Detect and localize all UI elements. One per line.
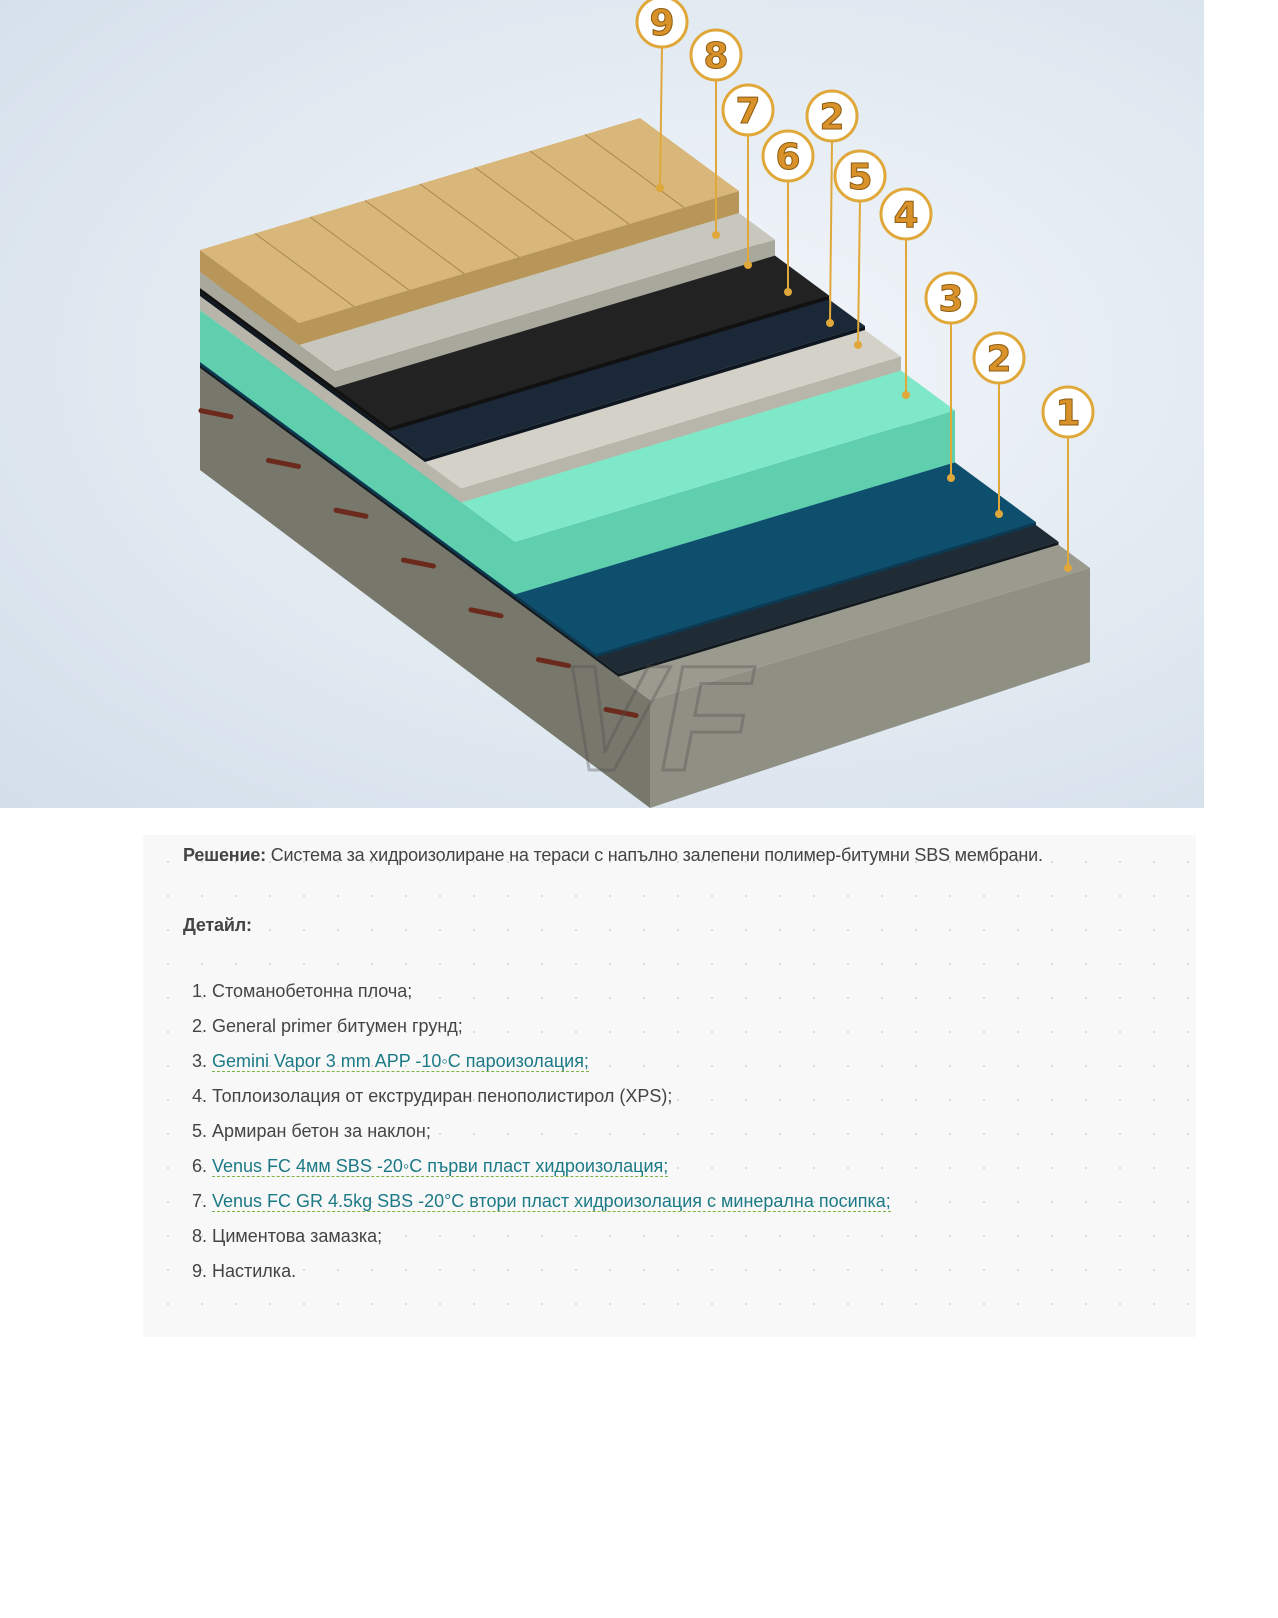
callout-number: 5 — [847, 157, 872, 198]
rebar-icon — [198, 408, 234, 420]
layer-list-item: Venus FC GR 4.5kg SBS -20°C втори пласт … — [212, 1184, 891, 1219]
rebar-icon — [401, 557, 436, 569]
primer-layer-front-face — [200, 365, 619, 677]
product-link[interactable]: Venus FC 4мм SBS -20◦C първи пласт хидро… — [212, 1156, 669, 1177]
solution-label: Решение: — [183, 845, 266, 865]
callout-dot — [656, 184, 664, 192]
callout-circle — [761, 129, 815, 183]
xps-insulation-step-face — [515, 410, 955, 595]
solution-text: Система за хидроизолиране на тераси с на… — [265, 845, 1043, 865]
callout-number: 2 — [819, 97, 844, 138]
callout-dot — [947, 474, 955, 482]
layer-list-item: General primer битумен грунд; — [212, 1009, 891, 1044]
layers-list: Стоманобетонна плоча; General primer биту… — [183, 974, 891, 1289]
callout-number: 2 — [986, 339, 1011, 380]
callout-dot — [826, 319, 834, 327]
slab-front-face — [200, 368, 650, 808]
floor-tiles-front-face — [200, 250, 299, 346]
callout-leader-line — [659, 45, 663, 189]
callout-number: 1 — [1055, 393, 1080, 434]
callout-number: 9 — [649, 3, 674, 44]
layer-text: General primer битумен грунд; — [212, 1016, 463, 1036]
detail-label: Детайл: — [183, 915, 252, 935]
callout-leader-line — [829, 139, 833, 324]
layer-text: Топлоизолация от екструдиран пенополисти… — [212, 1086, 673, 1106]
reinforced-concrete-front-face — [200, 296, 461, 503]
reinforced-concrete-step-face — [461, 356, 901, 503]
callout-circle — [833, 149, 887, 203]
callout-dot — [712, 231, 720, 239]
rebar-icon — [536, 657, 571, 669]
layer-text: Стоманобетонна плоча; — [212, 981, 413, 1001]
callout-number: 8 — [703, 36, 728, 77]
callout-number: 6 — [775, 137, 800, 178]
second-membrane-step-face — [389, 295, 829, 432]
rebar-icon — [266, 457, 301, 469]
vapor-barrier-step-face — [596, 522, 1036, 658]
watermark-logo: VF — [560, 634, 755, 802]
solution-paragraph: Решение: Система за хидроизолиране на те… — [183, 843, 1043, 867]
callout-dot — [995, 510, 1003, 518]
rebar-icon — [468, 607, 504, 619]
layer-text: Циментова замазка; — [212, 1226, 383, 1246]
callout-circle — [972, 331, 1026, 385]
floor-tiles-step-face — [299, 191, 739, 346]
layer-text: Армиран бетон за наклон; — [212, 1121, 431, 1141]
layer-list-item: Стоманобетонна плоча; — [212, 974, 891, 1009]
layer-list-item: Venus FC 4мм SBS -20◦C първи пласт хидро… — [212, 1149, 891, 1184]
callout-dot — [902, 391, 910, 399]
rebar-icon — [333, 507, 369, 519]
vapor-barrier-front-face — [200, 362, 596, 658]
product-link[interactable]: Venus FC GR 4.5kg SBS -20°C втори пласт … — [212, 1191, 891, 1212]
callout-number: 4 — [893, 195, 918, 236]
tile-joint — [309, 216, 410, 291]
second-membrane-front-face — [200, 288, 389, 432]
callout-number: 7 — [735, 91, 760, 132]
callout-circle — [635, 0, 689, 49]
layer-list-item: Gemini Vapor 3 mm APP -10◦C пароизолация… — [212, 1044, 891, 1079]
xps-insulation-front-face — [200, 310, 515, 595]
slab-side-face — [650, 568, 1090, 808]
callout-circle — [924, 271, 978, 325]
callout-circle — [721, 83, 775, 137]
detail-heading: Детайл: — [183, 913, 252, 937]
first-membrane-front-face — [200, 292, 425, 462]
tile-joint — [364, 200, 465, 274]
primer-layer-step-face — [618, 541, 1059, 677]
callout-leader-line — [857, 199, 861, 346]
cement-screed-step-face — [335, 239, 775, 388]
tile-joint — [419, 183, 520, 258]
layer-text: Настилка. — [212, 1261, 297, 1281]
callout-circle — [879, 187, 933, 241]
cement-screed-front-face — [200, 272, 335, 388]
callout-number: 3 — [938, 279, 963, 320]
rebar-icon — [603, 706, 639, 718]
layer-list-item: Армиран бетон за наклон; — [212, 1114, 891, 1149]
product-link[interactable]: Gemini Vapor 3 mm APP -10◦C пароизолация… — [212, 1051, 589, 1072]
layer-list-item: Топлоизолация от екструдиран пенополисти… — [212, 1079, 891, 1114]
callout-dot — [854, 341, 862, 349]
layer-list-item: Настилка. — [212, 1254, 891, 1289]
first-membrane-step-face — [425, 326, 865, 462]
callout-circle — [1041, 385, 1095, 439]
tile-joint — [584, 134, 685, 208]
callout-dot — [1064, 564, 1072, 572]
tile-joint — [529, 150, 630, 225]
tile-joint — [474, 167, 575, 241]
callout-circle — [805, 89, 859, 143]
callout-circle — [689, 28, 743, 82]
description-panel: Решение: Система за хидроизолиране на те… — [143, 835, 1196, 1337]
tile-joint — [254, 233, 355, 307]
callout-dot — [784, 288, 792, 296]
layer-list-item: Циментова замазка; — [212, 1219, 891, 1254]
callout-dot — [744, 261, 752, 269]
